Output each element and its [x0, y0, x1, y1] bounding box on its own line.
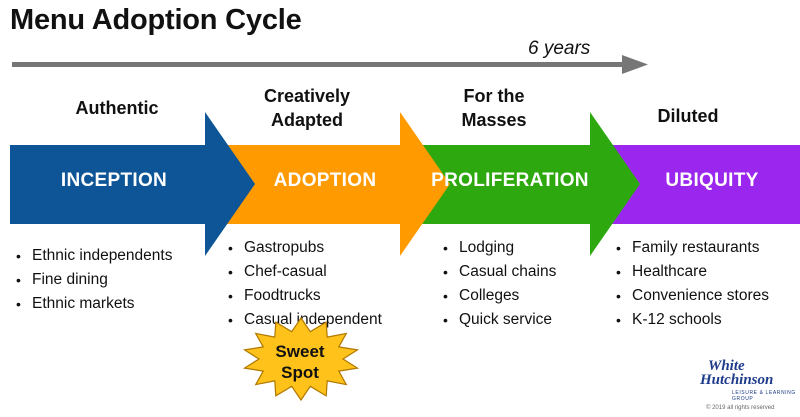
- sweet-spot-starburst: [242, 316, 360, 402]
- stage-heading-creatively-adapted: Creatively Adapted: [263, 86, 351, 130]
- list-item: Gastropubs: [226, 236, 382, 260]
- stage-name-inception: INCEPTION: [60, 170, 168, 191]
- list-item: Family restaurants: [614, 236, 769, 260]
- logo-line2: Hutchinson: [700, 372, 774, 388]
- list-item: Casual chains: [441, 260, 556, 284]
- list-item: Lodging: [441, 236, 556, 260]
- ubiquity-arrow: [605, 145, 800, 224]
- list-item: Foodtrucks: [226, 284, 382, 308]
- inception-arrow: [10, 112, 255, 256]
- logo-line1: White: [708, 358, 745, 374]
- list-item: Healthcare: [614, 260, 769, 284]
- adoption-arrow: [220, 112, 450, 256]
- duration-label: 6 years: [528, 38, 591, 59]
- stage-heading-diluted: Diluted: [657, 106, 719, 126]
- list-item: Fine dining: [14, 268, 172, 292]
- proliferation-examples: Lodging Casual chains Colleges Quick ser…: [441, 236, 556, 332]
- white-hutchinson-logo: White Hutchinson LEISURE & LEARNING GROU…: [694, 356, 800, 417]
- adoption-examples: Gastropubs Chef-casual Foodtrucks Casual…: [226, 236, 382, 332]
- sweet-spot-label: Sweet Spot: [275, 342, 325, 382]
- stage-heading-authentic: Authentic: [75, 98, 159, 118]
- stage-name-proliferation: PROLIFERATION: [431, 170, 589, 191]
- list-item: Ethnic independents: [14, 244, 172, 268]
- proliferation-arrow: [405, 112, 640, 256]
- stage-name-ubiquity: UBIQUITY: [665, 170, 759, 191]
- list-item: Ethnic markets: [14, 292, 172, 316]
- ubiquity-examples: Family restaurants Healthcare Convenienc…: [614, 236, 769, 332]
- list-item: K-12 schools: [614, 308, 769, 332]
- list-item: Quick service: [441, 308, 556, 332]
- inception-examples: Ethnic independents Fine dining Ethnic m…: [14, 244, 172, 316]
- list-item: Chef-casual: [226, 260, 382, 284]
- page-title: Menu Adoption Cycle: [10, 4, 302, 36]
- timeline-arrow: [12, 55, 648, 74]
- stage-name-adoption: ADOPTION: [273, 170, 377, 191]
- stage-heading-for-the-masses: For the Masses: [461, 86, 527, 130]
- list-item: Colleges: [441, 284, 556, 308]
- list-item: Convenience stores: [614, 284, 769, 308]
- logo-copyright: © 2019 all rights reserved: [706, 405, 775, 411]
- logo-tagline: LEISURE & LEARNING GROUP: [732, 390, 796, 402]
